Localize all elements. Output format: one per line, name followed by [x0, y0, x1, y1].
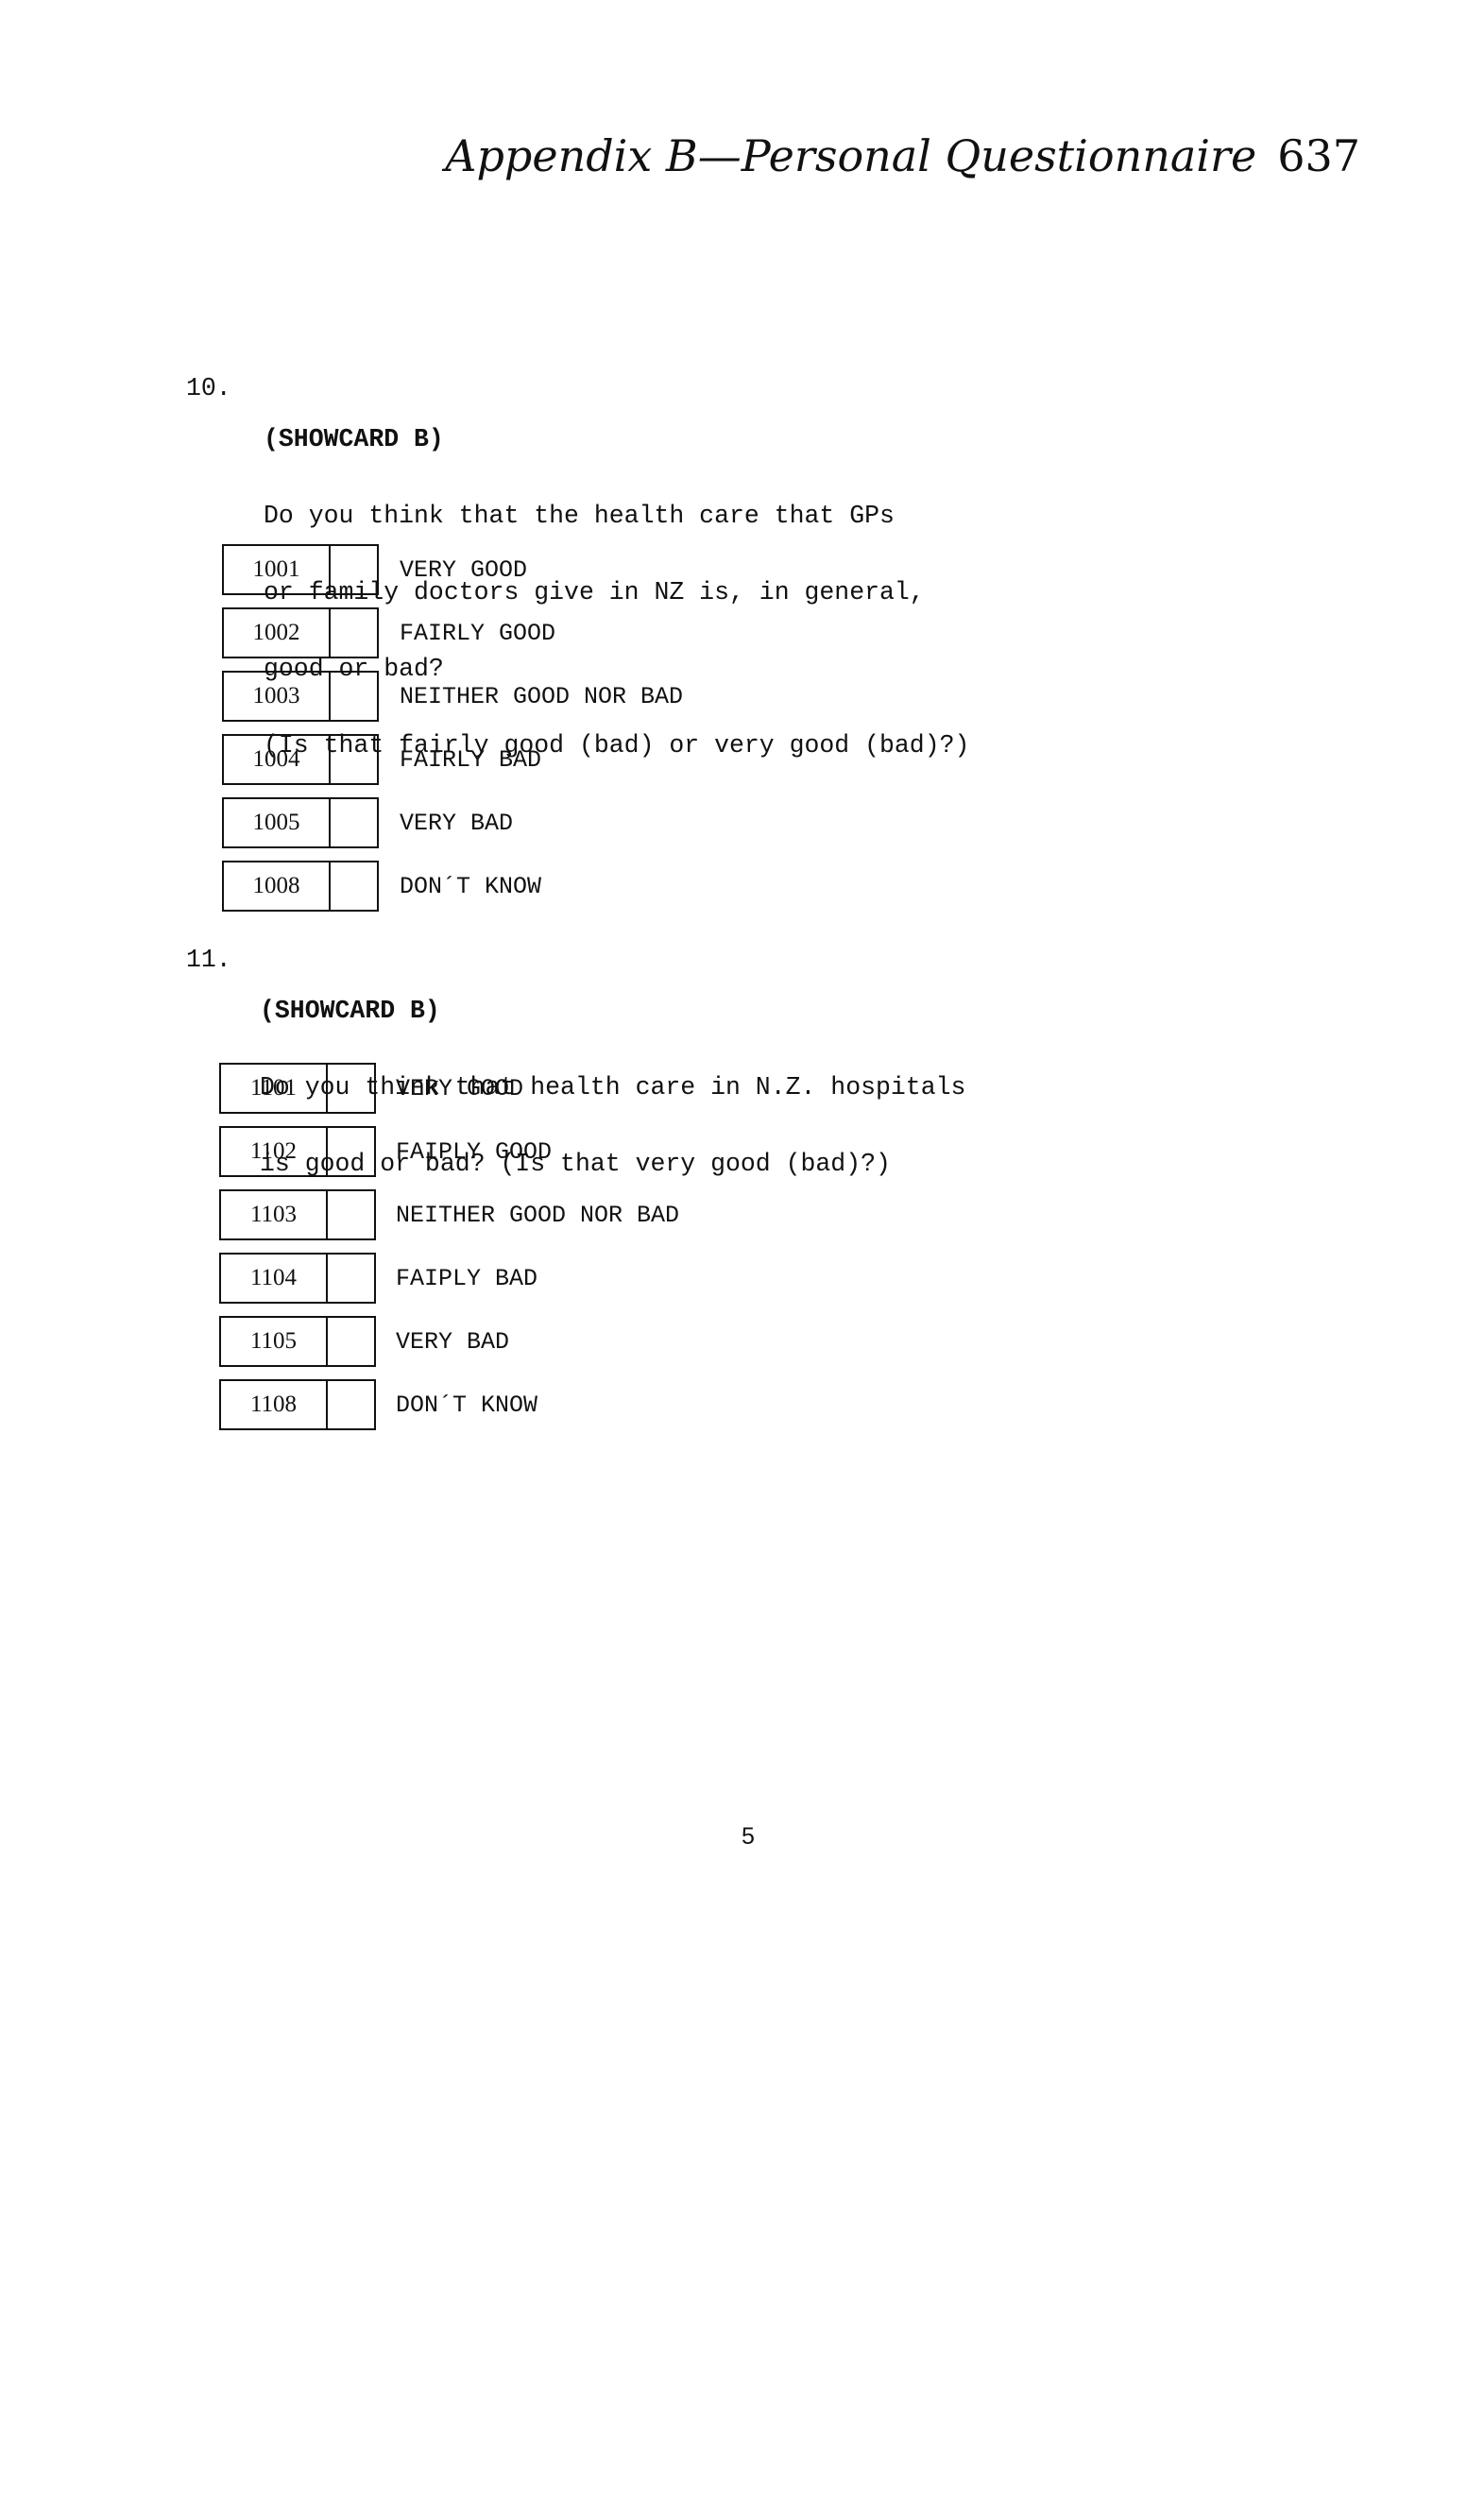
answer-checkbox[interactable]	[328, 1065, 374, 1112]
option-label: NEITHER GOOD NOR BAD	[396, 1202, 680, 1229]
header-page-number: 637	[1277, 130, 1360, 181]
answer-checkbox[interactable]	[331, 546, 377, 593]
option-code: 1108	[221, 1381, 328, 1428]
option-code: 1103	[221, 1191, 328, 1238]
question-line: or family doctors give in NZ is, in gene…	[264, 578, 925, 606]
code-box: 1103	[219, 1189, 376, 1240]
code-box: 1001	[222, 544, 379, 595]
option-code: 1003	[224, 673, 331, 720]
showcard-label: (SHOWCARD B)	[264, 425, 444, 453]
option-label: DON´T KNOW	[400, 873, 542, 900]
showcard-label: (SHOWCARD B)	[260, 997, 440, 1025]
option-label: VERY BAD	[400, 810, 514, 837]
option-label: FAIPLY BAD	[396, 1265, 538, 1292]
option-code: 1008	[224, 862, 331, 910]
option-code: 1101	[221, 1065, 328, 1112]
code-box: 1008	[222, 861, 379, 912]
question-10-text: (SHOWCARD B) Do you think that the healt…	[264, 376, 969, 784]
answer-checkbox[interactable]	[328, 1318, 374, 1365]
answer-checkbox[interactable]	[328, 1128, 374, 1175]
option-label: VERY BAD	[396, 1328, 510, 1356]
code-box: 1004	[222, 734, 379, 785]
question-line: Do you think that the health care that G…	[264, 502, 895, 530]
running-header: Appendix B—Personal Questionnaire 637	[445, 130, 1360, 181]
option-label: FAIRLY GOOD	[400, 620, 556, 647]
option-label: DON´T KNOW	[396, 1392, 538, 1419]
option-code: 1004	[224, 736, 331, 783]
option-code: 1002	[224, 609, 331, 657]
question-10-number: 10.	[186, 374, 231, 402]
code-box: 1108	[219, 1379, 376, 1430]
option-code: 1102	[221, 1128, 328, 1175]
answer-checkbox[interactable]	[331, 799, 377, 846]
option-code: 1104	[221, 1255, 328, 1302]
code-box: 1005	[222, 797, 379, 848]
answer-checkbox[interactable]	[331, 673, 377, 720]
code-box: 1102	[219, 1126, 376, 1177]
question-line: good or bad?	[264, 655, 444, 683]
code-box: 1104	[219, 1253, 376, 1304]
code-box: 1101	[219, 1063, 376, 1114]
header-title: Appendix B—Personal Questionnaire	[445, 130, 1257, 181]
option-code: 1001	[224, 546, 331, 593]
question-11-number: 11.	[186, 946, 231, 974]
code-box: 1003	[222, 671, 379, 722]
question-11-text: (SHOWCARD B) Do you think that health ca…	[260, 948, 965, 1203]
question-line: Do you think that health care in N.Z. ho…	[260, 1073, 966, 1101]
option-label: VERY GOOD	[400, 556, 528, 584]
answer-checkbox[interactable]	[331, 862, 377, 910]
answer-checkbox[interactable]	[331, 609, 377, 657]
option-code: 1005	[224, 799, 331, 846]
answer-checkbox[interactable]	[328, 1381, 374, 1428]
answer-checkbox[interactable]	[331, 736, 377, 783]
code-box: 1002	[222, 607, 379, 658]
option-label: FAIPLY GOOD	[396, 1138, 553, 1166]
option-label: FAIRLY BAD	[400, 746, 542, 774]
question-line: is good or bad? (Is that very good (bad)…	[260, 1150, 891, 1178]
option-label: VERY GOOD	[396, 1075, 524, 1102]
answer-checkbox[interactable]	[328, 1191, 374, 1238]
option-label: NEITHER GOOD NOR BAD	[400, 683, 684, 710]
code-box: 1105	[219, 1316, 376, 1367]
footer-page-number: 5	[742, 1823, 755, 1850]
option-code: 1105	[221, 1318, 328, 1365]
answer-checkbox[interactable]	[328, 1255, 374, 1302]
question-line: (Is that fairly good (bad) or very good …	[264, 731, 970, 760]
